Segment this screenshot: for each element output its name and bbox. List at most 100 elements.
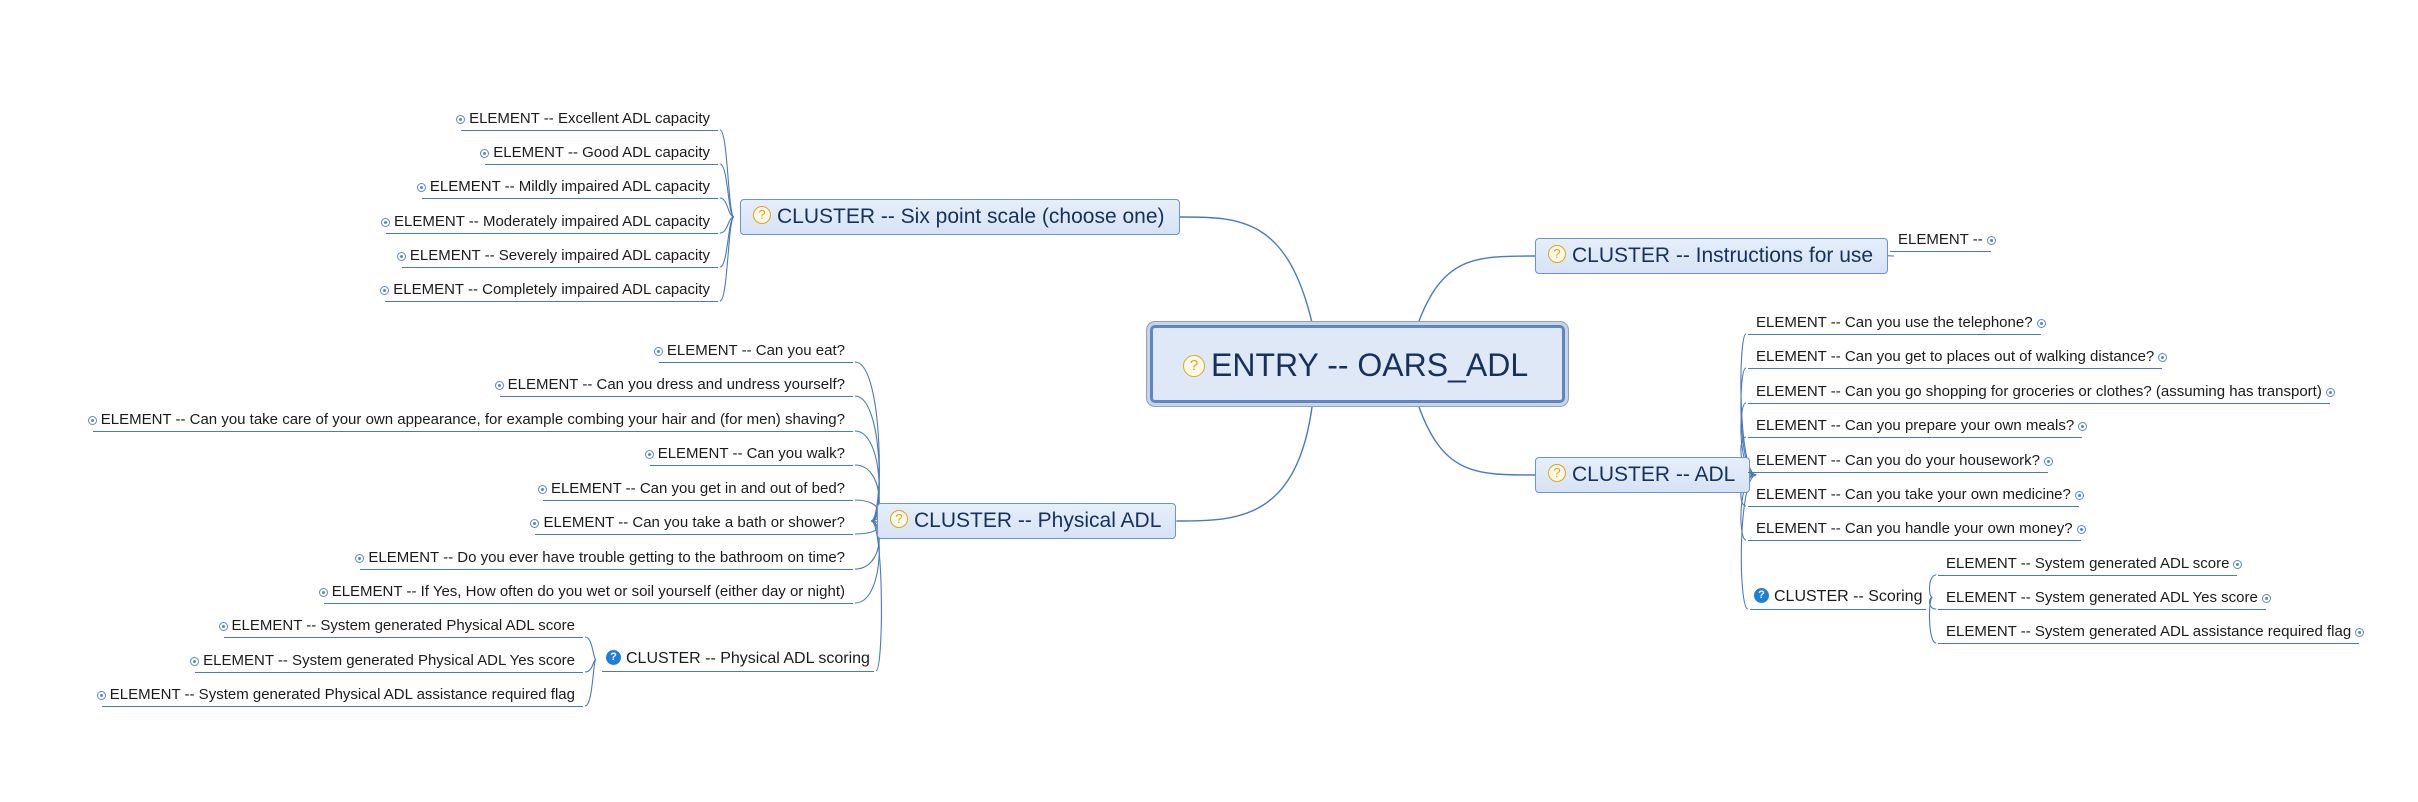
connector-line <box>1740 474 1757 541</box>
element-node[interactable]: ELEMENT -- Can you take care of your own… <box>87 409 853 432</box>
expand-dot-icon[interactable] <box>480 149 490 158</box>
cluster-title: CLUSTER -- ADL <box>1572 463 1736 486</box>
element-node[interactable]: ELEMENT -- Can you get in and out of bed… <box>537 478 853 501</box>
element-label: ELEMENT -- Can you dress and undress you… <box>507 376 845 393</box>
element-label: ELEMENT -- Moderately impaired ADL capac… <box>394 213 710 230</box>
element-node[interactable]: ELEMENT -- Can you take a bath or shower… <box>530 512 853 535</box>
expand-dot-icon[interactable] <box>355 554 365 563</box>
connector-line <box>854 395 880 522</box>
cluster-six-point-scale[interactable]: ?CLUSTER -- Six point scale (choose one) <box>740 199 1180 235</box>
connector-line <box>1928 574 1937 599</box>
expand-dot-icon[interactable] <box>2233 560 2243 569</box>
expand-dot-icon[interactable] <box>2158 353 2168 362</box>
element-label: ELEMENT -- Can you take a bath or shower… <box>543 514 845 531</box>
element-label: ELEMENT -- Can you walk? <box>657 445 845 462</box>
element-node[interactable]: ELEMENT -- Do you ever have trouble gett… <box>355 547 853 570</box>
connector-line <box>584 658 597 707</box>
element-node[interactable]: ELEMENT -- Can you dress and undress you… <box>494 374 853 397</box>
element-node[interactable]: ELEMENT -- Can you get to places out of … <box>1748 346 2168 369</box>
element-label: ELEMENT -- Can you get in and out of bed… <box>550 480 845 497</box>
expand-dot-icon[interactable] <box>396 252 406 261</box>
element-node[interactable]: ELEMENT -- System generated Physical ADL… <box>218 615 583 638</box>
expand-dot-icon[interactable] <box>653 347 663 356</box>
element-node[interactable]: ELEMENT -- Can you walk? <box>644 443 853 466</box>
element-label: ELEMENT -- Mildly impaired ADL capacity <box>429 178 710 195</box>
expand-dot-icon[interactable] <box>87 416 97 425</box>
expand-dot-icon[interactable] <box>318 588 328 597</box>
element-node[interactable]: ELEMENT -- System generated ADL assistan… <box>1938 621 2365 644</box>
connector-line <box>854 520 880 604</box>
element-label: ELEMENT -- Do you ever have trouble gett… <box>368 549 845 566</box>
element-node[interactable]: ELEMENT -- System generated ADL Yes scor… <box>1938 587 2271 610</box>
element-node[interactable]: ELEMENT -- Can you take your own medicin… <box>1748 484 2084 507</box>
expand-dot-icon[interactable] <box>537 485 547 494</box>
expand-dot-icon[interactable] <box>1986 236 1996 245</box>
connector-line <box>854 361 880 522</box>
element-label: ELEMENT -- System generated ADL Yes scor… <box>1946 589 2258 606</box>
expand-dot-icon[interactable] <box>380 286 390 295</box>
expand-dot-icon[interactable] <box>381 218 391 227</box>
expand-dot-icon[interactable] <box>190 657 200 666</box>
connector-line <box>719 163 735 218</box>
connector-line <box>1740 474 1757 610</box>
expand-dot-icon[interactable] <box>96 691 106 700</box>
element-label: ELEMENT -- System generated Physical ADL… <box>109 686 575 703</box>
element-node[interactable]: ELEMENT -- System generated Physical ADL… <box>96 684 583 707</box>
element-label: ELEMENT -- Severely impaired ADL capacit… <box>409 247 710 264</box>
expand-dot-icon[interactable] <box>530 519 540 528</box>
element-node[interactable]: ELEMENT -- Good ADL capacity <box>480 142 718 165</box>
element-label: ELEMENT -- Can you handle your own money… <box>1756 520 2073 537</box>
expand-dot-icon[interactable] <box>218 622 228 631</box>
element-label: ELEMENT -- Can you take your own medicin… <box>1756 486 2071 503</box>
connector-line <box>854 430 880 522</box>
expand-dot-icon[interactable] <box>2076 525 2086 534</box>
element-node[interactable]: ELEMENT -- System generated ADL score <box>1938 553 2243 576</box>
element-node[interactable]: ELEMENT -- Can you prepare your own meal… <box>1748 415 2088 438</box>
expand-dot-icon[interactable] <box>2078 422 2088 431</box>
connector-line <box>719 216 735 268</box>
element-label: ELEMENT -- Can you get to places out of … <box>1756 348 2155 365</box>
cluster-scoring[interactable]: ?CLUSTER -- Scoring <box>1750 585 1927 610</box>
expand-dot-icon[interactable] <box>494 381 504 390</box>
question-circle-icon: ? <box>1183 354 1205 377</box>
element-node[interactable]: ELEMENT -- Can you do your housework? <box>1748 450 2054 473</box>
cluster-instructions-for-use[interactable]: ?CLUSTER -- Instructions for use <box>1535 238 1889 274</box>
connector-line <box>1176 402 1314 522</box>
element-node[interactable]: ELEMENT -- Can you go shopping for groce… <box>1748 381 2335 404</box>
element-label: ELEMENT -- System generated Physical ADL… <box>203 652 575 669</box>
element-node[interactable]: ELEMENT -- If Yes, How often do you wet … <box>318 581 853 604</box>
cluster-physical-adl[interactable]: ? CLUSTER -- Physical ADL <box>877 503 1177 539</box>
expand-dot-icon[interactable] <box>416 183 426 192</box>
connector-line <box>719 197 735 218</box>
expand-dot-icon[interactable] <box>2036 319 2046 328</box>
element-node[interactable]: ELEMENT -- System generated Physical ADL… <box>190 650 583 673</box>
element-label: ELEMENT -- System generated Physical ADL… <box>231 617 575 634</box>
element-node[interactable]: ELEMENT -- Can you use the telephone? <box>1748 312 2046 335</box>
expand-dot-icon[interactable] <box>2355 628 2365 637</box>
element-node[interactable]: ELEMENT -- Mildly impaired ADL capacity <box>416 176 718 199</box>
cluster-title: CLUSTER -- Six point scale (choose one) <box>777 205 1165 228</box>
element-node[interactable]: ELEMENT -- Can you handle your own money… <box>1748 518 2086 541</box>
cluster-physical-adl-scoring[interactable]: ?CLUSTER -- Physical ADL scoring <box>602 647 874 672</box>
expand-dot-icon[interactable] <box>2325 388 2335 397</box>
connector-line <box>719 216 735 302</box>
root-topic[interactable]: ?ENTRY -- OARS_ADL <box>1150 325 1566 403</box>
connector-line <box>870 520 882 672</box>
element-node[interactable]: ELEMENT -- <box>1890 229 1996 252</box>
question-circle-icon: ? <box>890 510 908 529</box>
connector-line <box>1740 436 1757 476</box>
element-label: ELEMENT -- Excellent ADL capacity <box>469 110 710 127</box>
cluster-adl[interactable]: ?CLUSTER -- ADL <box>1535 457 1751 493</box>
expand-dot-icon[interactable] <box>456 115 466 124</box>
element-node[interactable]: ELEMENT -- Excellent ADL capacity <box>456 108 718 131</box>
cluster-title: CLUSTER -- Physical ADL <box>914 509 1162 532</box>
expand-dot-icon[interactable] <box>2044 457 2054 466</box>
expand-dot-icon[interactable] <box>2074 491 2084 500</box>
element-node[interactable]: ELEMENT -- Moderately impaired ADL capac… <box>381 211 718 234</box>
element-node[interactable]: ELEMENT -- Severely impaired ADL capacit… <box>396 245 718 268</box>
element-node[interactable]: ELEMENT -- Can you eat? <box>653 340 853 363</box>
expand-dot-icon[interactable] <box>2261 594 2271 603</box>
element-node[interactable]: ELEMENT -- Completely impaired ADL capac… <box>380 279 718 302</box>
expand-dot-icon[interactable] <box>644 450 654 459</box>
